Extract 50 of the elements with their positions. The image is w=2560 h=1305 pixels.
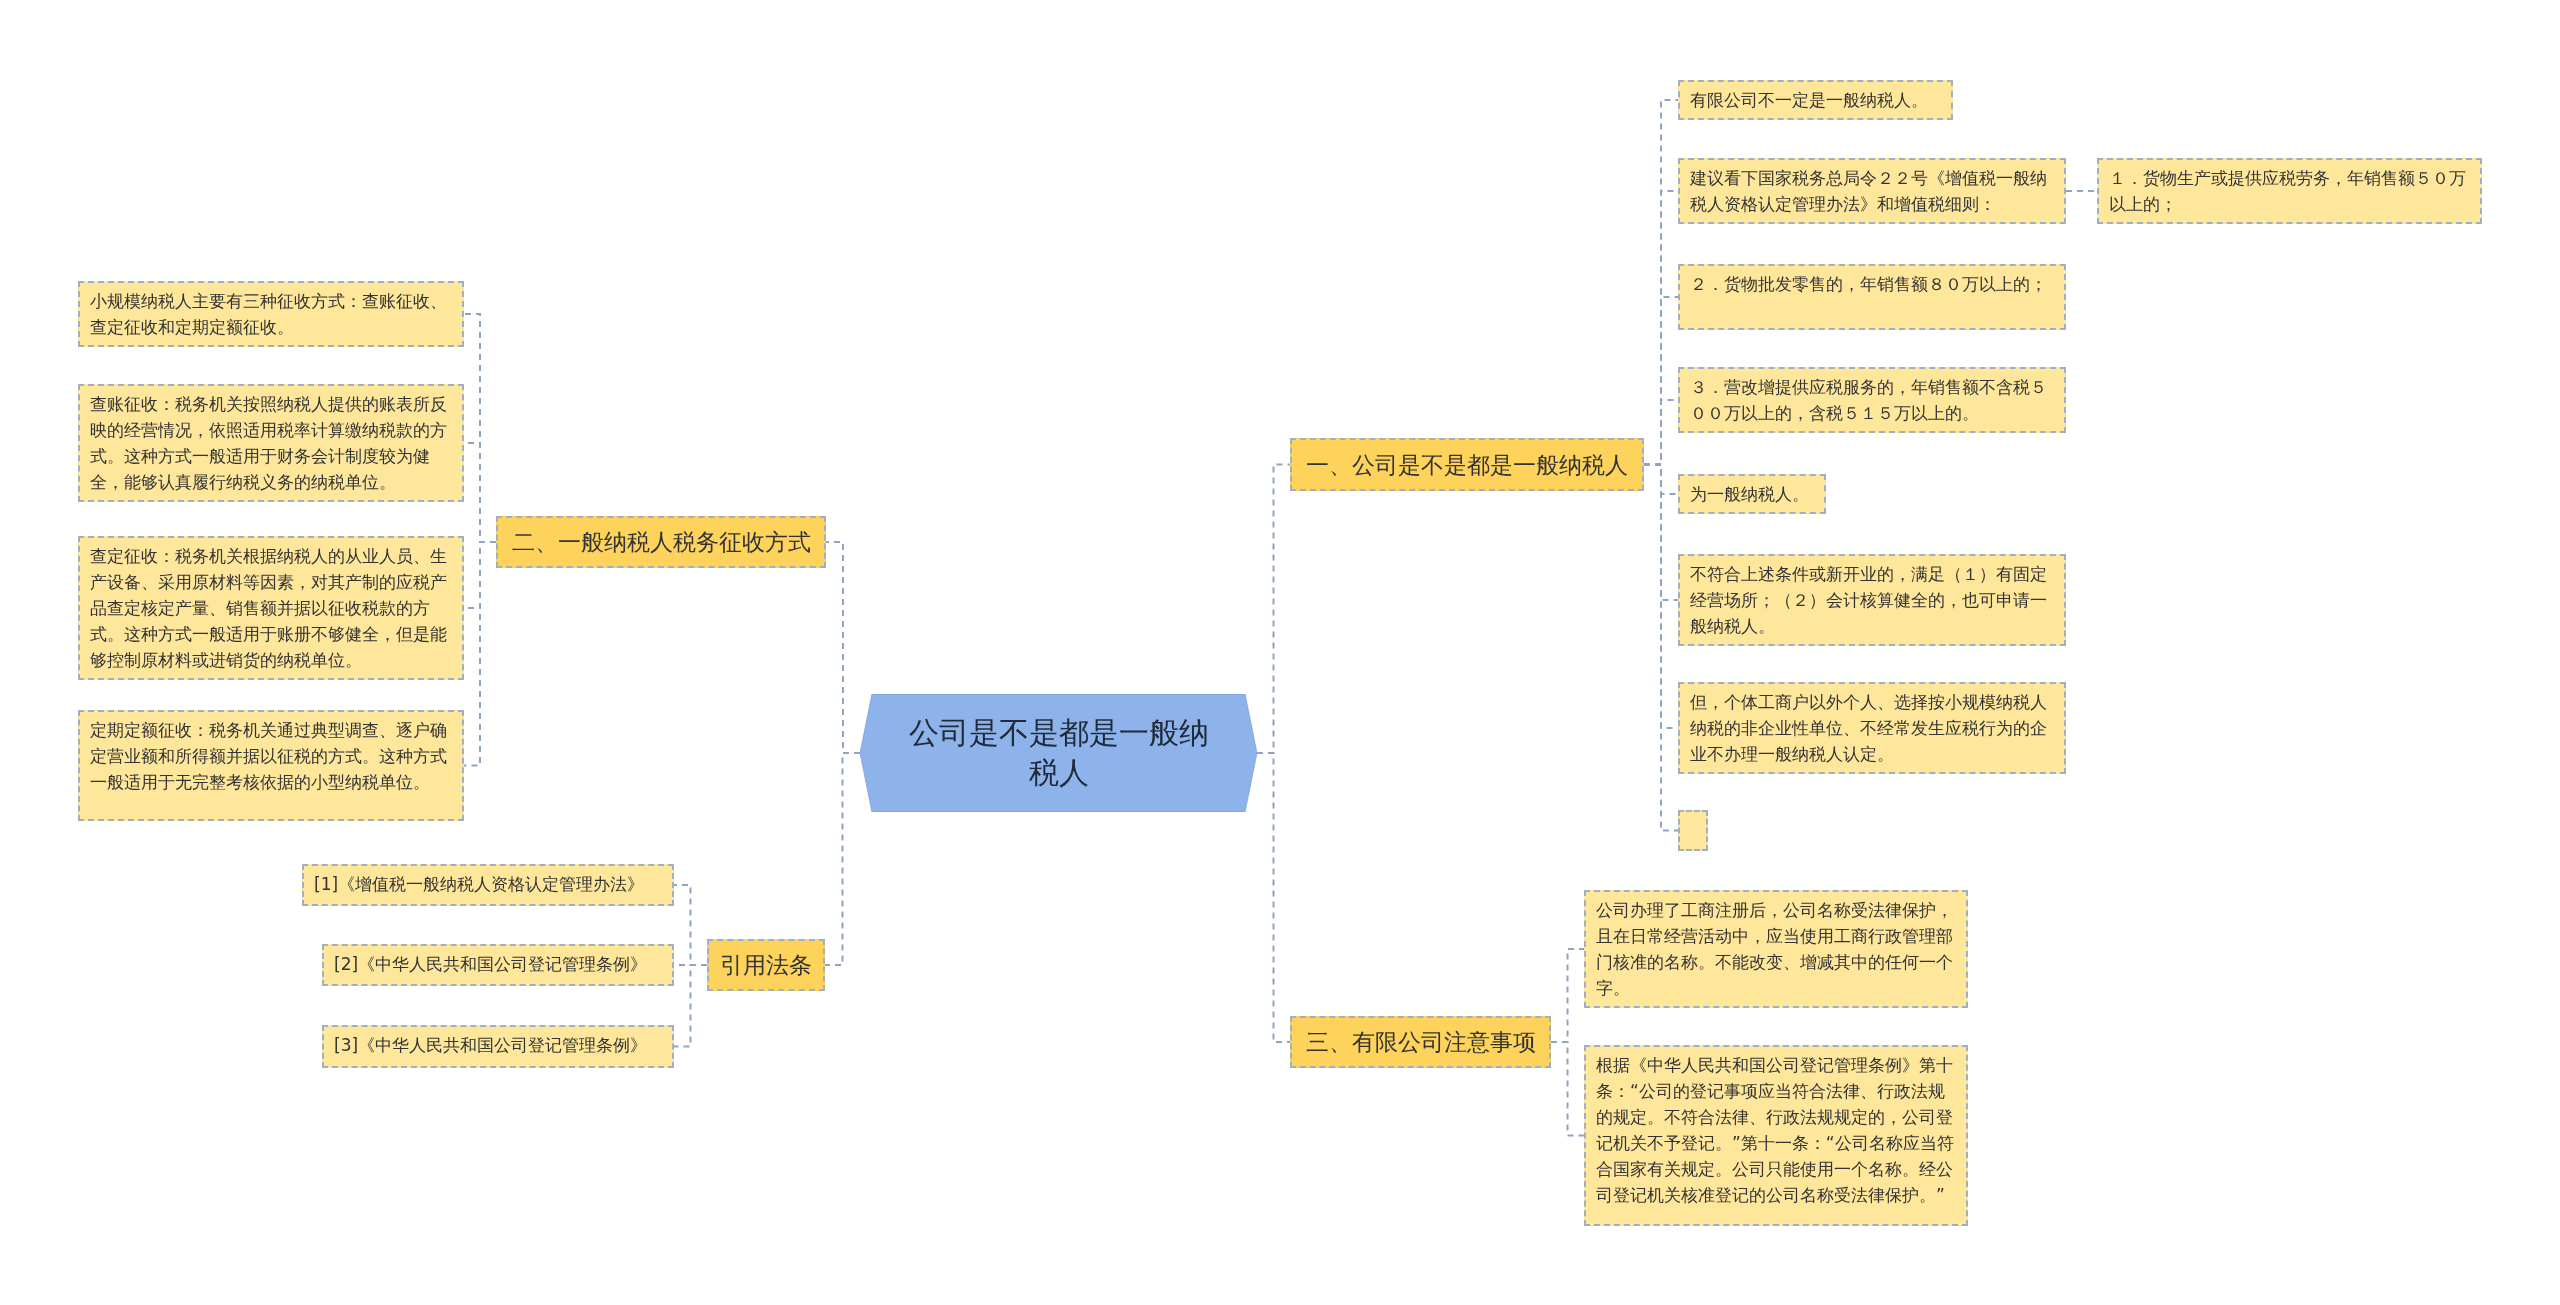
topic-box xyxy=(1584,1045,1968,1226)
topic-box xyxy=(1678,682,2066,774)
node-text: 定期定额征收：税务机关通过典型调查、逐户确定营业额和所得额并据以征税的方式。这种方式一般适用于无完整考核依据的小型纳税单位。 xyxy=(90,719,448,794)
topic-box xyxy=(1678,80,1953,120)
topic-box xyxy=(1678,554,2066,646)
topic-box xyxy=(322,1025,674,1068)
connector-line xyxy=(463,541,497,767)
topic-box xyxy=(1584,890,1968,1008)
node-text: 公司办理了工商注册后，公司名称受法律保护，且在日常经营活动中，应当使用工商行政管理部门核准的名称。不能改变、增减其中的任何一个字。 xyxy=(1596,899,1954,1000)
node-text: 不符合上述条件或新开业的，满足（１）有固定经营场所；（２）会计核算健全的，也可申请一般纳税人。 xyxy=(1690,563,2048,638)
branch-topic-box xyxy=(1290,438,1644,491)
topic-box xyxy=(1678,264,2066,330)
node-text: 引用法条 xyxy=(719,951,813,980)
node-text: 为一般纳税人。 xyxy=(1690,483,1810,506)
connector-line xyxy=(1550,1041,1585,1137)
connector-line xyxy=(824,752,861,966)
connector-line xyxy=(1256,752,1291,1043)
topic-box xyxy=(1678,158,2066,224)
topic-box xyxy=(322,944,674,986)
node-text: 有限公司不一定是一般纳税人。 xyxy=(1690,89,1929,112)
topic-box xyxy=(1678,367,2066,433)
topic-box xyxy=(302,864,674,906)
node-text: [1]《增值税一般纳税人资格认定管理办法》 xyxy=(314,873,646,896)
branch-topic-box xyxy=(1290,1016,1551,1068)
connector-line xyxy=(673,964,708,1048)
central-topic-hexagon xyxy=(860,694,1257,812)
topic-box xyxy=(2097,158,2482,224)
topic-box xyxy=(78,281,464,347)
node-text: 小规模纳税人主要有三种征收方式：查账征收、查定征收和定期定额征收。 xyxy=(90,290,448,339)
topic-box xyxy=(1678,474,1826,514)
node-text: １．货物生产或提供应税劳务，年销售额５０万以上的； xyxy=(2109,167,2467,216)
node-text: [2]《中华人民共和国公司登记管理条例》 xyxy=(334,953,649,976)
empty-topic-box xyxy=(1678,810,1708,851)
node-text: 但，个体工商户以外个人、选择按小规模纳税人纳税的非企业性单位、不经常发生应税行为的企业不办理一般纳税人认定。 xyxy=(1690,691,2048,766)
node-text: 根据《中华人民共和国公司登记管理条例》第十条：“公司的登记事项应当符合法律、行政法规的规定。不符合法律、行政法规规定的，公司登记机关不予登记。”第十一条：“公司名称应当符合国家有关规定。公司只能使用一个名称。经公司登记机关核准登记的公司名称受法律保护。” xyxy=(1596,1054,1955,1207)
node-text: 建议看下国家税务总局令２２号《增值税一般纳税人资格认定管理办法》和增值税细则： xyxy=(1690,167,2048,216)
topic-title: 公司是不是都是一般纳税人 xyxy=(907,714,1210,792)
node-text: 查定征收：税务机关根据纳税人的从业人员、生产设备、采用原材料等因素，对其产制的应税产品查定核定产量、销售额并据以征收税款的方式。这种方式一般适用于账册不够健全，但是能够控制原材料或进销货的纳税单位。 xyxy=(90,545,448,672)
node-text: 查账征收：税务机关按照纳税人提供的账表所反映的经营情况，依照适用税率计算缴纳税款的方式。这种方式一般适用于财务会计制度较为健全，能够认真履行纳税义务的纳税单位。 xyxy=(90,393,448,494)
topic-box xyxy=(78,536,464,680)
branch-topic-box xyxy=(496,516,826,568)
node-text: 二、一般纳税人税务征收方式 xyxy=(510,528,812,557)
node-text: ２．货物批发零售的，年销售额８０万以上的； xyxy=(1690,273,2048,296)
node-text: [3]《中华人民共和国公司登记管理条例》 xyxy=(334,1034,649,1057)
node-text: 三、有限公司注意事项 xyxy=(1304,1028,1537,1057)
branch-topic-box xyxy=(707,939,825,991)
topic-box xyxy=(78,710,464,821)
node-text: 一、公司是不是都是一般纳税人 xyxy=(1305,450,1629,480)
topic-box xyxy=(78,384,464,502)
node-text: ３．营改增提供应税服务的，年销售额不含税５００万以上的，含税５１５万以上的。 xyxy=(1690,376,2048,425)
